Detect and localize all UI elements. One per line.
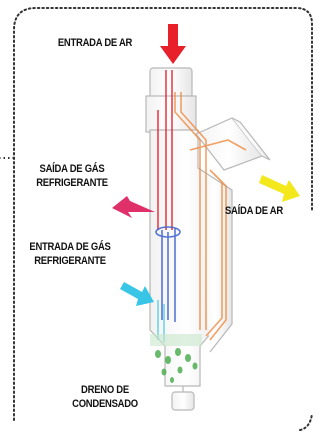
condensate-drain-label-line-1: DRENO DE	[81, 384, 129, 396]
air-outlet-label: SAÍDA DE AR	[225, 205, 283, 217]
dotted-border	[13, 7, 313, 421]
refrigerant-gas-inlet-label: ENTRADA DE GÁS REFRIGERANTE	[10, 240, 130, 268]
cool-path	[155, 226, 181, 322]
refrigerant-gas-outlet-label-line-1: SAÍDA DE GÁS	[39, 163, 105, 175]
refrigerant-gas-inlet-arrow	[120, 282, 154, 306]
air-inlet-arrow	[160, 24, 186, 64]
vessel	[145, 67, 271, 411]
hot-inlet-path	[157, 70, 173, 230]
warm-air-path	[174, 92, 247, 341]
condensate-droplets	[155, 348, 198, 383]
air-outlet-arrow	[259, 175, 300, 202]
refrigerant-gas-outlet-arrow	[112, 196, 155, 218]
refrigerant-gas-outlet-label: SAÍDA DE GÁS REFRIGERANTE	[20, 162, 123, 190]
condensate-drain-label-line-2: CONDENSADO	[72, 398, 138, 410]
refrigerant-gas-inlet-label-line-2: REFRIGERANTE	[34, 255, 106, 267]
air-inlet-label: ENTRADA DE AR	[57, 37, 133, 49]
refrigerant-gas-outlet-label-line-2: REFRIGERANTE	[36, 177, 108, 189]
condensate-drain-label: DRENO DE CONDENSADO	[53, 383, 156, 411]
dotted-border-bottom-right	[299, 413, 313, 431]
condensate-pool	[150, 334, 202, 346]
refrigerant-gas-inlet-label-line-1: ENTRADA DE GÁS	[29, 241, 111, 253]
